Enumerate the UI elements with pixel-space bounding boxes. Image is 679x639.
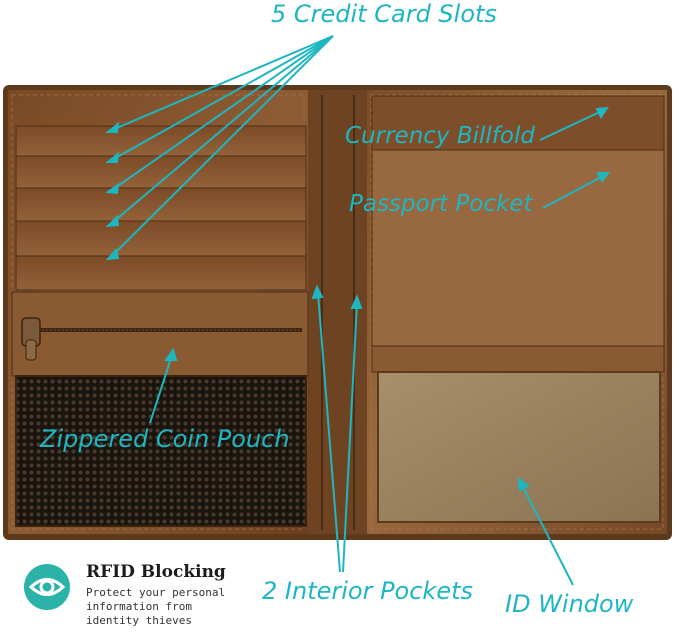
callout-passport-pocket: Passport Pocket: [349, 191, 533, 217]
coin-pouch: [11, 291, 309, 527]
spine: [308, 90, 367, 534]
callout-interior-pockets: 2 Interior Pockets: [262, 577, 474, 605]
rfid-title: RFID Blocking: [86, 562, 226, 582]
credit-card-slots: [15, 125, 307, 291]
rfid-description: Protect your personal information from i…: [86, 586, 226, 627]
callout-credit-card-slots: 5 Credit Card Slots: [271, 0, 497, 28]
callout-id-window: ID Window: [505, 590, 634, 618]
callout-zippered-coin-pouch: Zippered Coin Pouch: [40, 425, 290, 453]
eye-shield-icon: [22, 562, 72, 612]
right-pockets: [371, 95, 665, 523]
callout-arrows: [105, 35, 610, 586]
callout-currency-billfold: Currency Billfold: [345, 123, 535, 149]
